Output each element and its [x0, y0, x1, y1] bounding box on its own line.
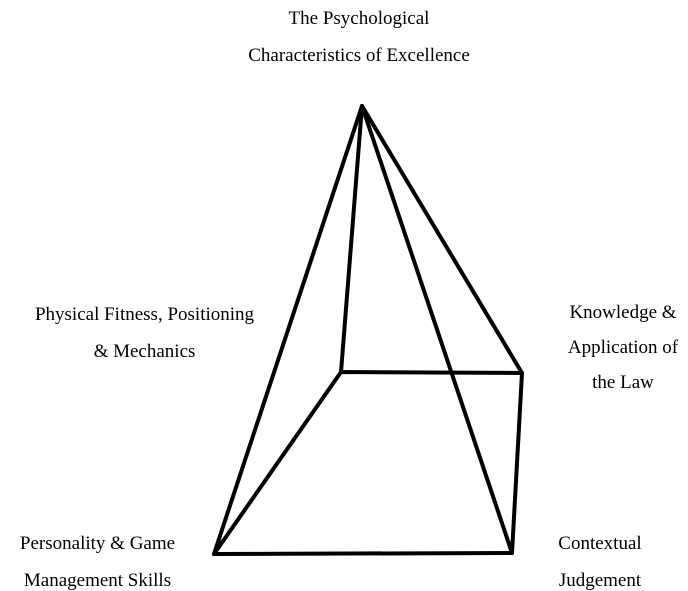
apex-label-line-1: The Psychological — [288, 8, 430, 29]
back-right-label: Knowledge & Application of the Law — [548, 295, 688, 400]
pyramid-base — [212, 370, 524, 556]
apex-label-line-2: Characteristics of Excellence — [248, 45, 470, 66]
front-left-label-line-2: Management Skills — [23, 570, 172, 591]
edge-apex-front-right — [360, 104, 514, 555]
back-left-label-line-1: Physical Fitness, Positioning — [34, 304, 255, 325]
front-right-label-line-1: Contextual — [558, 533, 642, 554]
front-left-label: Personality & Game Management Skills — [0, 525, 195, 591]
edge-apex-front-left — [212, 104, 364, 556]
back-right-label-line-2: Application of — [567, 337, 679, 358]
front-left-label-line-1: Personality & Game — [19, 533, 176, 554]
edge-apex-back-right — [360, 104, 524, 375]
front-right-label: Contextual Judgement — [530, 525, 670, 591]
back-left-label: Physical Fitness, Positioning & Mechanic… — [12, 296, 277, 370]
back-right-label-line-1: Knowledge & — [569, 302, 677, 323]
back-right-label-line-3: the Law — [592, 372, 654, 393]
front-right-label-line-2: Judgement — [558, 570, 642, 591]
back-left-label-line-2: & Mechanics — [93, 341, 196, 362]
apex-label: The Psychological Characteristics of Exc… — [194, 0, 524, 74]
edge-apex-back-left — [339, 104, 364, 374]
